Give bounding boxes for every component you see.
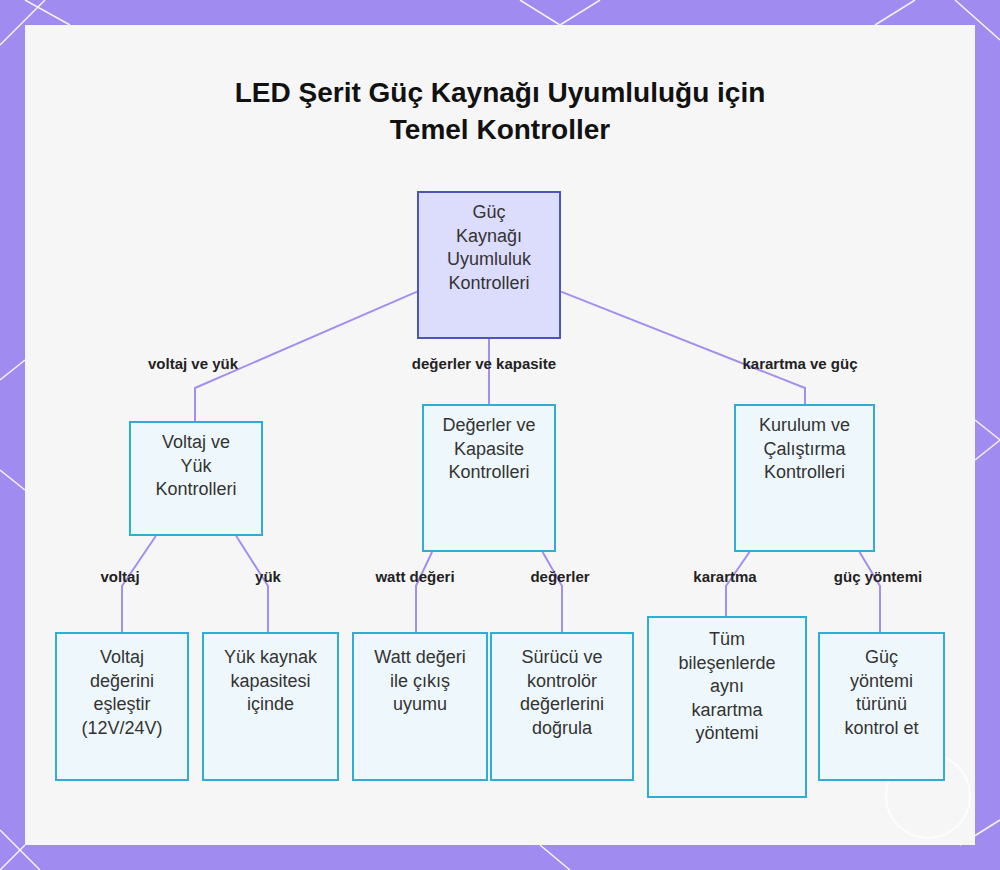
edge-label: watt değeri — [375, 568, 454, 585]
node-label: Değerler ve Kapasite Kontrolleri — [438, 414, 540, 485]
edge-label: karartma — [693, 568, 756, 585]
edge-label: değerler ve kapasite — [412, 355, 556, 372]
category-box: Kurulum ve Çalıştırma Kontrolleri — [734, 404, 875, 552]
node-label: Watt değeri ile çıkış uyumu — [370, 646, 470, 717]
category-box: Voltaj ve Yük Kontrolleri — [129, 421, 263, 536]
connector — [416, 552, 432, 632]
edge-label: değerler — [530, 568, 589, 585]
edge-label: voltaj — [100, 568, 139, 585]
connector — [543, 552, 562, 632]
check-box: Watt değeri ile çıkış uyumu — [352, 632, 488, 781]
diagram-title: LED Şerit Güç Kaynağı Uyumluluğu için Te… — [200, 74, 800, 148]
node-label: Voltaj değerini eşleştir (12V/24V) — [67, 646, 177, 740]
connector — [561, 292, 805, 404]
check-box: Tüm bileşenlerde aynı karartma yöntemi — [647, 616, 807, 798]
check-box: Güç yöntemi türünü kontrol et — [818, 632, 945, 781]
check-box: Sürücü ve kontrolör değerlerini doğrula — [490, 632, 634, 781]
node-label: Güç Kaynağı Uyumluluk Kontrolleri — [439, 201, 539, 295]
node-label: Kurulum ve Çalıştırma Kontrolleri — [750, 414, 859, 485]
check-box: Yük kaynak kapasitesi içinde — [202, 632, 339, 781]
inner-panel — [25, 25, 975, 845]
connector — [859, 552, 880, 632]
edge-label: karartma ve güç — [742, 355, 857, 372]
edge-label: güç yöntemi — [834, 568, 922, 585]
root-box: Güç Kaynağı Uyumluluk Kontrolleri — [417, 191, 561, 339]
node-label: Voltaj ve Yük Kontrolleri — [145, 431, 247, 502]
node-label: Yük kaynak kapasitesi içinde — [218, 646, 323, 717]
edge-label: yük — [255, 568, 281, 585]
connector — [488, 339, 490, 404]
node-label: Güç yöntemi türünü kontrol et — [832, 646, 931, 740]
check-box: Voltaj değerini eşleştir (12V/24V) — [55, 632, 189, 781]
node-label: Sürücü ve kontrolör değerlerini doğrula — [504, 646, 620, 740]
node-label: Tüm bileşenlerde aynı karartma yöntemi — [677, 628, 777, 746]
category-box: Değerler ve Kapasite Kontrolleri — [422, 404, 556, 552]
edge-label: voltaj ve yük — [148, 355, 238, 372]
